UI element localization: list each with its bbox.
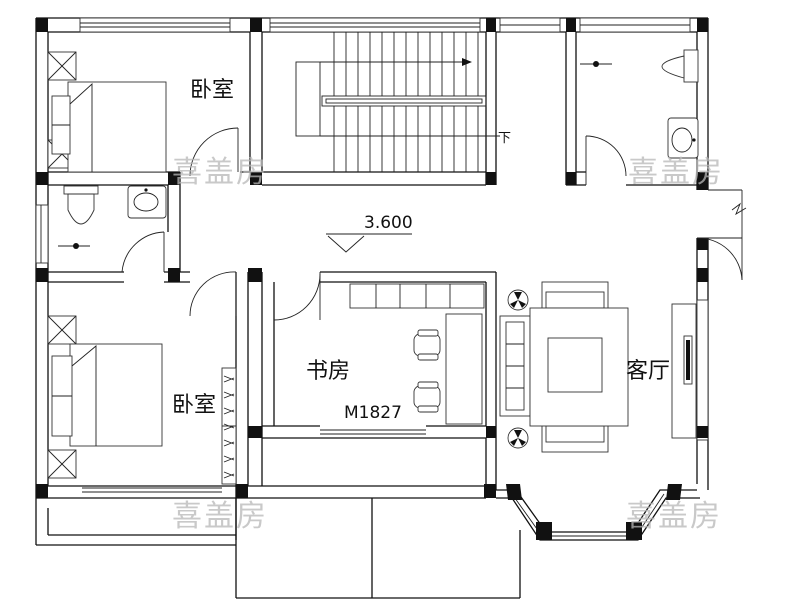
level-mark-text: 3.600	[364, 213, 413, 233]
wardrobe-hanger	[223, 375, 235, 383]
watermark: 喜盖房	[628, 155, 724, 190]
room-label-bedroom-top: 卧室	[190, 78, 234, 103]
bathroom-left	[58, 185, 167, 273]
bathroom-right	[580, 49, 699, 185]
living-furniture	[499, 281, 697, 453]
bay-window	[486, 484, 700, 541]
door-code: M1827	[344, 403, 402, 423]
wardrobe-hanger	[223, 391, 235, 399]
wardrobe-hanger	[223, 455, 235, 463]
wardrobe-hanger	[223, 471, 235, 479]
bed-top	[47, 51, 167, 173]
watermark: 喜盖房	[626, 499, 722, 534]
chair-upper	[413, 329, 441, 361]
room-label-living: 客厅	[626, 359, 670, 384]
wardrobe-hanger	[223, 439, 235, 447]
windows	[35, 17, 709, 441]
study-furniture	[349, 283, 485, 425]
room-label-study: 书房	[306, 359, 350, 384]
watermark: 喜盖房	[172, 499, 268, 534]
room-label-bedroom-bottom: 卧室	[172, 393, 216, 418]
watermark: 喜盖房	[172, 155, 268, 190]
bed-bottom	[47, 315, 237, 493]
columns	[36, 18, 708, 498]
level-marker: 3.600	[326, 213, 413, 253]
doors	[189, 127, 747, 321]
chair-lower	[413, 381, 441, 413]
stair-down-label: 下	[498, 131, 511, 146]
wardrobe-hanger	[223, 423, 235, 431]
staircase	[295, 32, 500, 172]
wardrobe-hanger	[223, 407, 235, 415]
